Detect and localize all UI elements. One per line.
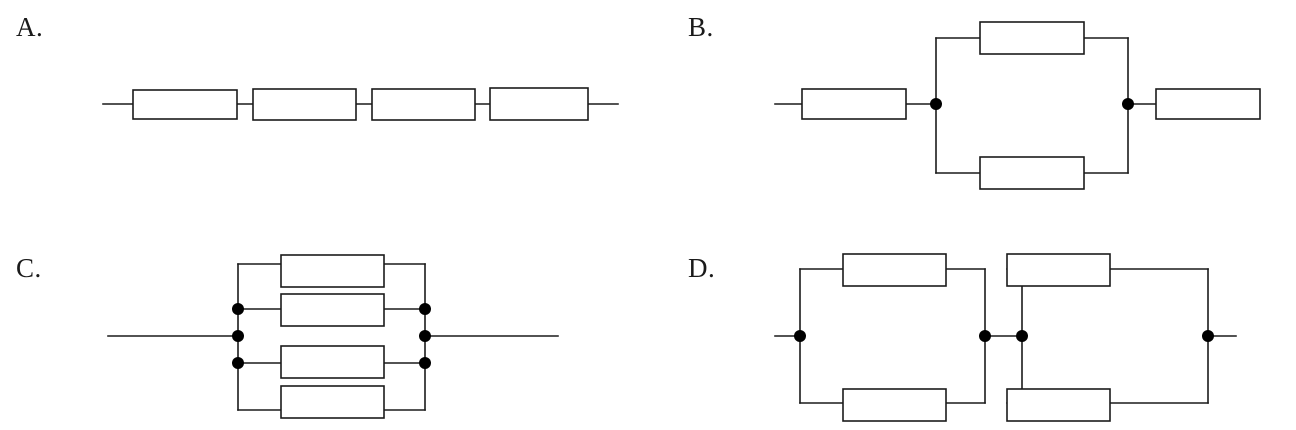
panel-b-parallel-bottom-resistor: [979, 156, 1085, 190]
panel-c-junction-right-node-lower: [419, 357, 431, 369]
panel-c: C.: [0, 215, 648, 430]
panel-d-junction-block2-right-node: [1202, 330, 1214, 342]
panel-b-circuit: [774, 21, 1261, 190]
panel-d-circuit: [774, 253, 1237, 422]
panel-c-junction-right-node-middle: [419, 330, 431, 342]
panel-c-circuit: [107, 254, 559, 419]
panel-a-series-resistor-3: [371, 88, 476, 121]
panel-c-parallel-resistor-4: [280, 385, 385, 419]
panel-a-series-resistor-1: [132, 89, 238, 120]
panel-c-parallel-resistor-2: [280, 293, 385, 327]
panel-c-junction-left-node-upper: [232, 303, 244, 315]
panel-b-junction-right-node: [1122, 98, 1134, 110]
panel-d: D.: [648, 215, 1296, 430]
panel-d-label: D.: [688, 253, 716, 283]
panel-d-block1-top-resistor: [842, 253, 947, 287]
panel-a-series-resistor-2: [252, 88, 357, 121]
panel-b-parallel-top-resistor: [979, 21, 1085, 55]
panel-d-junction-block2-left-node: [1016, 330, 1028, 342]
panel-a-label: A.: [16, 12, 44, 42]
panel-c-junction-left-node-lower: [232, 357, 244, 369]
panel-c-junction-left-node-middle: [232, 330, 244, 342]
panel-b-junction-left-node: [930, 98, 942, 110]
panel-d-junction-block1-right-node: [979, 330, 991, 342]
panel-b-label: B.: [688, 12, 714, 42]
panel-a: A.: [0, 0, 648, 215]
panel-b-input-series-resistor: [801, 88, 907, 120]
panel-d-block2-top-resistor: [1006, 253, 1111, 287]
panel-c-parallel-resistor-1: [280, 254, 385, 288]
panel-b-output-series-resistor: [1155, 88, 1261, 120]
panel-d-block1-bottom-resistor: [842, 388, 947, 422]
panel-c-parallel-resistor-3: [280, 345, 385, 379]
panel-a-series-resistor-4: [489, 87, 589, 121]
panel-a-circuit: [102, 87, 619, 121]
panel-d-block2-bottom-resistor: [1006, 388, 1111, 422]
panel-b: B.: [648, 0, 1296, 215]
panel-c-label: C.: [16, 253, 42, 283]
panel-d-junction-block1-left-node: [794, 330, 806, 342]
panel-c-junction-right-node-upper: [419, 303, 431, 315]
